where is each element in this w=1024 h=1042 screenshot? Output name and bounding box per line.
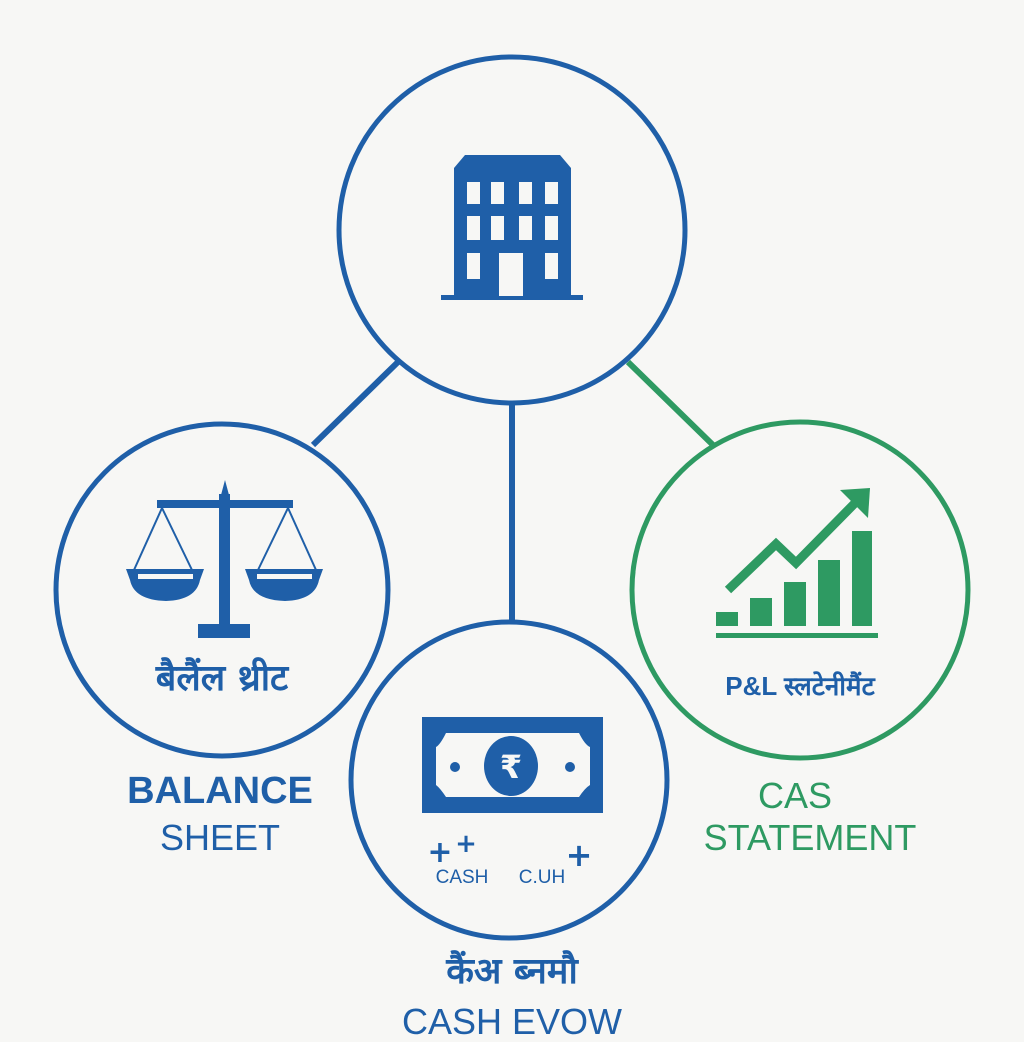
cash-flow-title: CASH EVOW bbox=[401, 1001, 623, 1042]
balance-sheet-hindi-label: बैलैंल थ्रीट bbox=[155, 658, 289, 699]
pl-statement-title-line1: CAS bbox=[757, 775, 833, 816]
cash-left-mark-suffix: + bbox=[455, 829, 477, 859]
pl-statement-title-line2: STATEMENT bbox=[703, 817, 917, 858]
growth-chart-icon bbox=[716, 488, 878, 638]
balance-sheet-title-line1: BALANCE bbox=[127, 770, 313, 812]
cash-right-text: C.UH bbox=[518, 867, 566, 888]
cash-right-mark: + bbox=[566, 836, 593, 874]
scales-icon bbox=[126, 480, 323, 638]
connector-to-pl-statement bbox=[625, 359, 716, 448]
cash-left-mark: + bbox=[427, 835, 452, 870]
connector-to-balance-sheet bbox=[310, 359, 401, 448]
building-icon bbox=[441, 155, 583, 300]
cash-flow-hindi-label: कैंअ ब्नमौ bbox=[446, 951, 578, 992]
rupee-symbol: ₹ bbox=[500, 748, 522, 786]
banknote-icon: ₹ bbox=[422, 717, 603, 813]
cash-left-text: CASH bbox=[435, 867, 489, 888]
balance-sheet-title-line2: SHEET bbox=[159, 817, 281, 858]
pl-statement-inner-label: P&L स्लटेनीमैंट bbox=[725, 671, 875, 701]
